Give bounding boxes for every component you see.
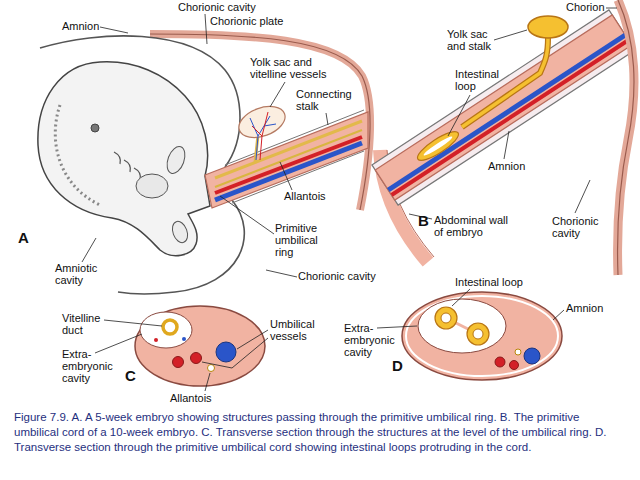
part-label: Amnion <box>488 160 525 172</box>
intestinal-loop <box>435 307 457 329</box>
panel-d-art <box>402 292 562 380</box>
panel-letter: C <box>125 368 136 385</box>
leader-line <box>82 238 96 262</box>
intestinal-loop <box>467 323 489 345</box>
upper-limb-bud <box>164 144 189 176</box>
leader-line <box>205 14 207 44</box>
part-label: Umbilical vessels <box>270 318 328 342</box>
leader-line <box>575 180 590 213</box>
panel-a-art <box>38 34 370 294</box>
amnion-ring <box>406 296 558 376</box>
leader-line <box>100 27 128 33</box>
leader-line <box>452 289 470 306</box>
panel-c-art <box>135 306 265 386</box>
amnion-sheath <box>372 10 635 205</box>
part-label: Amnion <box>566 302 603 314</box>
cord-section <box>135 306 265 386</box>
umbilical-artery <box>173 357 184 368</box>
part-label: Intestinal loop <box>455 68 510 92</box>
heart-bulge <box>136 174 168 198</box>
intestinal-loop <box>414 127 462 165</box>
part-label: Extra-embryonic cavity <box>344 322 402 358</box>
extraembryonic-cavity <box>418 299 506 353</box>
vitelline-vessel <box>154 338 158 342</box>
leader-line <box>606 8 617 9</box>
leader-line <box>326 113 328 125</box>
part-label: Allantois <box>284 190 326 202</box>
embryo-body <box>38 62 210 256</box>
part-label: Yolk sac and stalk <box>447 28 499 52</box>
cord-section <box>402 292 562 380</box>
part-label: Yolk sac and vitelline vessels <box>250 56 340 80</box>
leader-line <box>377 326 417 328</box>
intestinal-lumen <box>441 313 451 323</box>
embryo-eye <box>91 124 99 132</box>
umbilical-vein <box>216 342 236 362</box>
amnion-line <box>118 200 244 294</box>
leader-line <box>205 373 210 391</box>
part-label: Chorion <box>566 1 605 13</box>
vitelline-vessels <box>252 112 268 160</box>
panel-b-art <box>372 0 635 275</box>
lower-limb-bud <box>170 219 191 244</box>
leader-line <box>104 320 162 326</box>
somites <box>55 105 100 205</box>
part-label: Chorionic cavity <box>178 1 256 13</box>
umbilical-artery <box>215 137 362 193</box>
umbilical-vein <box>388 35 625 190</box>
part-label: Extra-embryonic cavity <box>62 348 120 384</box>
pharyngeal-arches <box>114 152 140 180</box>
umbilical-vein <box>524 348 540 364</box>
leader-lines <box>82 8 617 391</box>
vitelline-duct <box>163 320 177 334</box>
leader-line <box>220 196 274 234</box>
extraembryonic-cavity <box>140 312 192 348</box>
yolk-sac <box>528 16 568 38</box>
umbilical-artery <box>191 353 202 364</box>
part-label: Primitive umbilical ring <box>275 222 330 258</box>
part-label: Amnion <box>62 20 99 32</box>
part-label: Connecting stalk <box>296 88 358 112</box>
leader-line <box>237 330 268 349</box>
intestinal-lumen <box>473 329 483 339</box>
panel-letter: B <box>418 213 429 230</box>
leader-line <box>202 338 268 368</box>
umbilical-artery <box>392 40 629 195</box>
part-label: Vitelline duct <box>62 312 110 336</box>
umbilical-cord <box>375 15 632 200</box>
amnion-line <box>40 36 240 167</box>
leader-line <box>280 162 292 190</box>
leader-line <box>504 131 509 159</box>
allantois <box>515 349 521 355</box>
intestinal-lumen <box>422 135 453 158</box>
chorion <box>617 0 633 275</box>
leader-line <box>266 270 297 277</box>
allantois <box>208 365 215 372</box>
chorion-edge <box>617 0 633 275</box>
connecting-stalk <box>205 112 368 208</box>
figure-caption: Figure 7.9. A. A 5-week embryo showing s… <box>14 410 626 455</box>
part-label: Amniotic cavity <box>55 262 105 286</box>
part-label: Chorionic cavity <box>298 270 376 282</box>
part-label: Chorionic cavity <box>552 215 607 239</box>
part-label: Intestinal loop <box>455 276 523 288</box>
part-label: Allantois <box>170 392 212 404</box>
vitelline-vessel <box>182 337 186 341</box>
leader-line <box>448 95 470 136</box>
panel-letter: D <box>392 358 403 375</box>
leader-line <box>95 334 142 353</box>
allantois <box>215 130 362 187</box>
leader-line <box>553 310 564 320</box>
panel-letter: A <box>18 230 29 247</box>
leader-line <box>494 30 527 40</box>
umbilical-artery <box>495 357 505 367</box>
vitelline-vessels <box>250 116 276 160</box>
part-label: Chorionic plate <box>210 15 283 27</box>
umbilical-artery <box>510 361 519 370</box>
part-label: Abdominal wall of embryo <box>434 214 514 238</box>
leader-line <box>270 82 285 107</box>
